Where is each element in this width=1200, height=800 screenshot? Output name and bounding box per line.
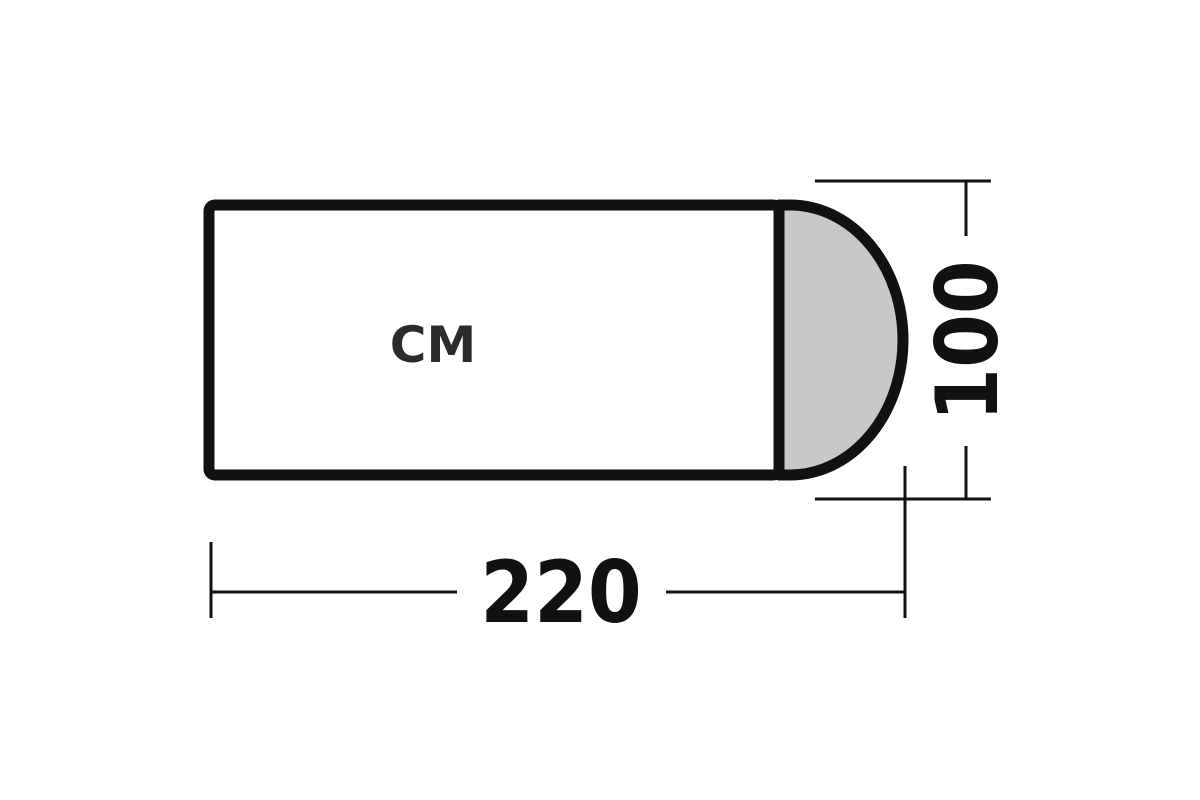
hood-shape (773, 199, 909, 481)
bag-body (203, 199, 785, 481)
width-label: 100 (918, 260, 1018, 422)
width-dimension: 100 (815, 179, 1018, 501)
length-dimension: 220 (209, 466, 907, 643)
length-label: 220 (480, 543, 642, 643)
unit-label: СМ (390, 316, 476, 374)
